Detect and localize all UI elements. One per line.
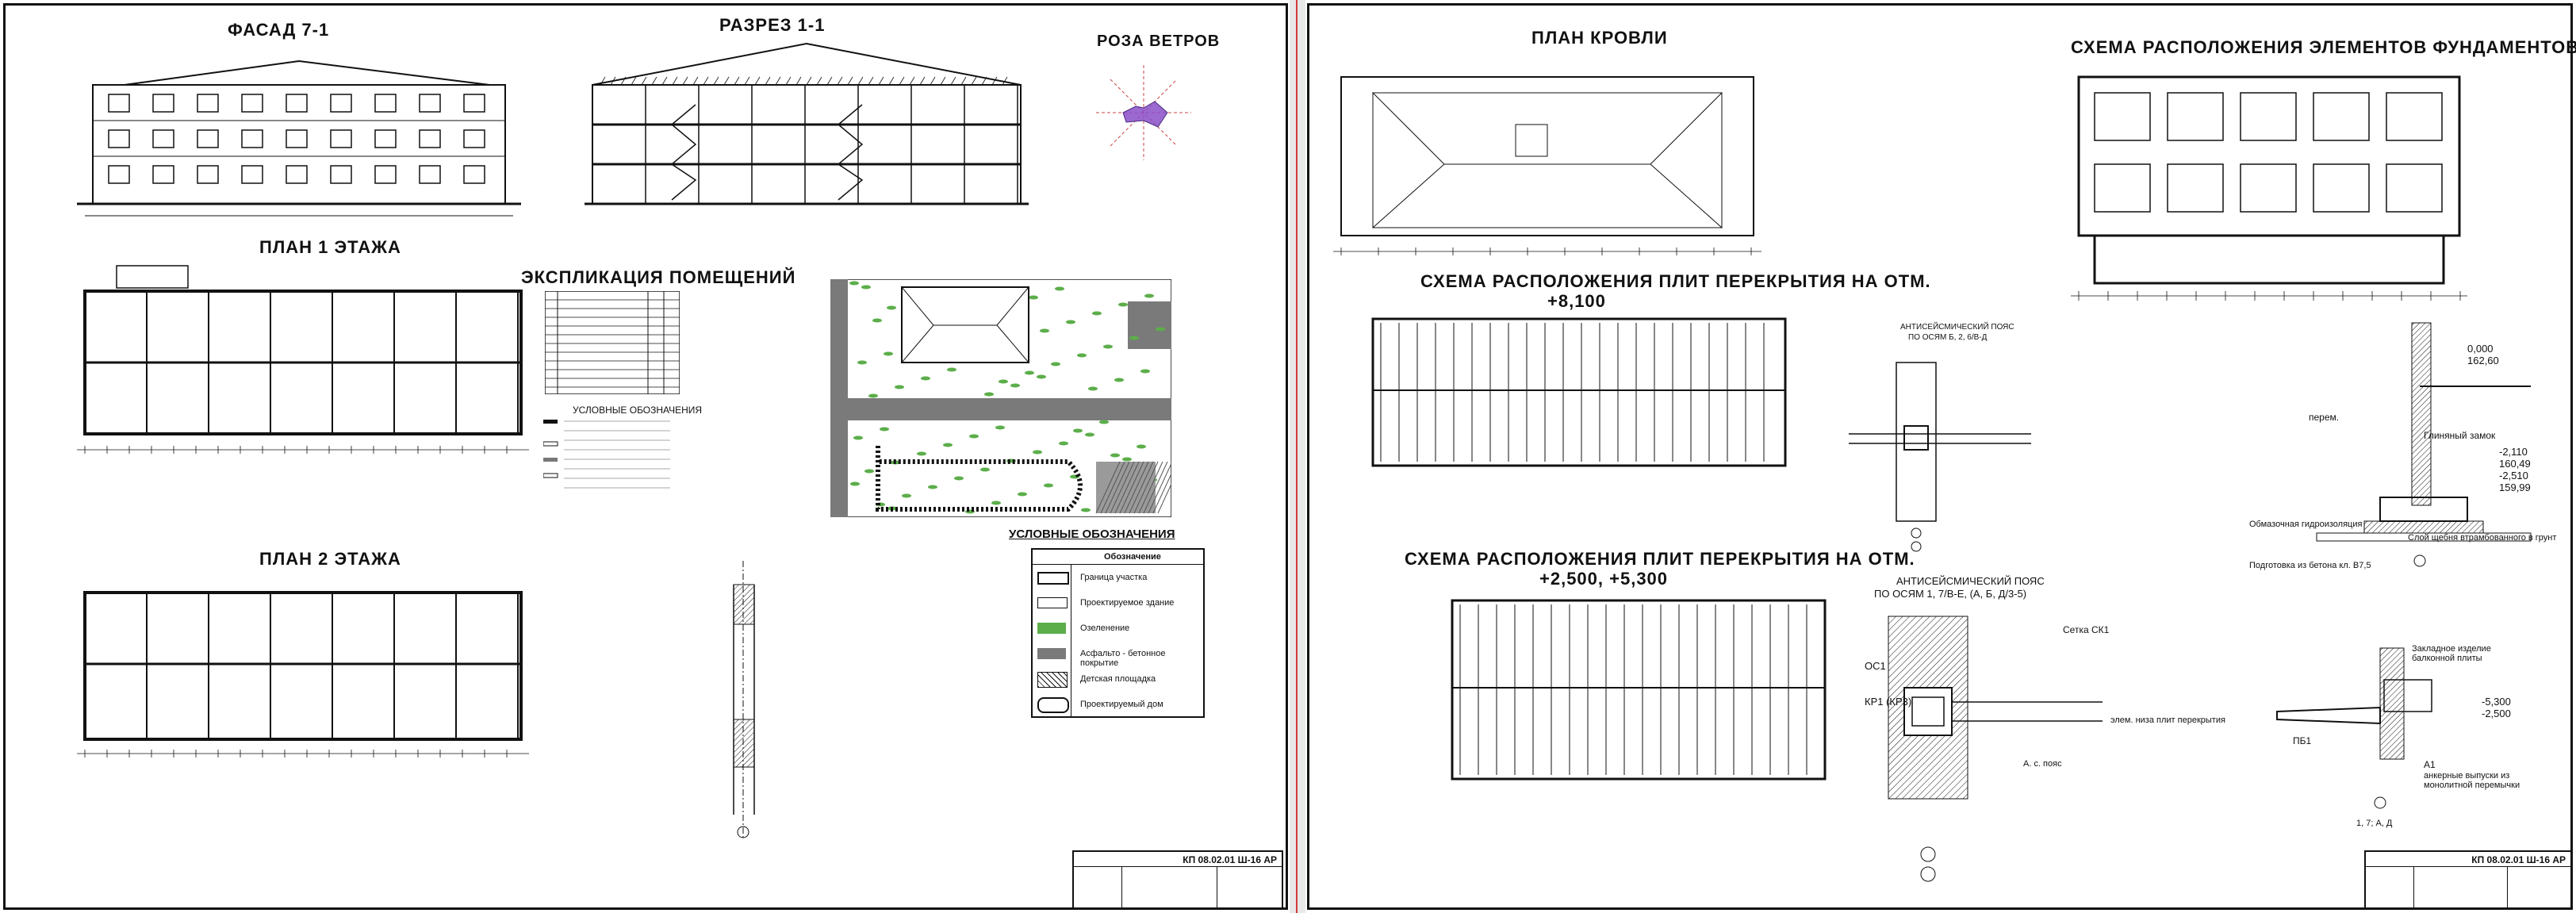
site-legend-header: Обозначение [1104, 552, 1161, 562]
wall-section-detail [664, 553, 822, 846]
level-3: 160,49 [2499, 458, 2531, 470]
facade-title: ФАСАД 7-1 [228, 20, 330, 40]
label-kr1: КР1 (КР3) [1865, 696, 1912, 708]
foundation-plan-drawing [2023, 53, 2499, 315]
belt2-title: АНТИСЕЙСМИЧЕСКИЙ ПОЯС [1896, 575, 2045, 587]
level-2: -2,110 [2499, 446, 2528, 458]
level-7: -2,500 [2482, 708, 2511, 719]
site-legend-row: Детская площадка [1033, 667, 1203, 692]
level-4: -2,510 [2499, 470, 2528, 481]
site-legend-table: Обозначение Граница участка Проектируемо… [1031, 548, 1205, 718]
symbols-list [543, 418, 678, 497]
belt2-detail [1857, 608, 2110, 886]
site-legend-row: Озеленение [1033, 616, 1203, 642]
roof-plan-drawing [1325, 61, 1769, 267]
label-prep: Подготовка из бетона кл. В7,5 [2249, 561, 2371, 570]
title-block-stamp-right: КП 08.02.01 Ш-16 АР [2364, 850, 2572, 909]
foundation-title: СХЕМА РАСПОЛОЖЕНИЯ ЭЛЕМЕНТОВ ФУНДАМЕНТОВ [2071, 37, 2576, 57]
belt1-title: АНТИСЕЙСМИЧЕСКИЙ ПОЯС [1900, 323, 2014, 332]
foundation-section-detail [2301, 307, 2539, 577]
level-5: 159,99 [2499, 481, 2531, 493]
section-drawing [577, 37, 1037, 220]
level-1: 162,60 [2467, 355, 2499, 366]
label-overlap: перем. [2309, 412, 2340, 423]
explication-table [545, 291, 680, 394]
left-drawing-sheet: ФАСАД 7-1 РАЗРЕЗ 1-1 РОЗА ВЕТРОВ [3, 3, 1288, 910]
roof-plan-title: ПЛАН КРОВЛИ [1531, 28, 1668, 48]
slab2-drawing [1405, 589, 1849, 819]
swatch-asphalt [1037, 648, 1066, 659]
swatch-playground [1037, 672, 1068, 688]
stamp-code: КП 08.02.01 Ш-16 АР [1183, 854, 1277, 865]
plan2-drawing [53, 569, 529, 775]
stamp-code-right: КП 08.02.01 Ш-16 АР [2471, 854, 2566, 865]
slab1-drawing [1325, 307, 1801, 497]
sheet-separator [1290, 0, 1305, 913]
label-mesh: Сетка СК1 [2063, 624, 2110, 635]
label-anchor: анкерные выпуски из монолитной перемычки [2424, 771, 2520, 790]
right-drawing-sheet: ПЛАН КРОВЛИ СХЕМА РАСПОЛОЖЕНИЯ ЭЛЕМЕНТОВ… [1307, 3, 2576, 910]
site-legend-row: Проектируемое здание [1033, 591, 1203, 616]
site-legend-row: Граница участка [1033, 566, 1203, 591]
explication-title: ЭКСПЛИКАЦИЯ ПОМЕЩЕНИЙ [521, 267, 796, 287]
slab2-title: СХЕМА РАСПОЛОЖЕНИЯ ПЛИТ ПЕРЕКРЫТИЯ НА ОТ… [1405, 549, 1915, 569]
wind-rose-title: РОЗА ВЕТРОВ [1097, 33, 1221, 50]
site-legend-title: УСЛОВНЫЕ ОБОЗНАЧЕНИЯ [1009, 527, 1175, 541]
slab1-level: +8,100 [1547, 291, 1606, 311]
balcony-detail [2269, 632, 2491, 815]
label-clay-castle: Глиняный замок [2424, 430, 2496, 441]
belt1-subtitle: ПО ОСЯМ Б, 2, 6/В-Д [1908, 333, 1988, 342]
wind-rose [1092, 61, 1195, 164]
plan1-title: ПЛАН 1 ЭТАЖА [259, 237, 401, 257]
label-os1: ОС1 [1865, 660, 1886, 672]
label-a1: А1 [2424, 759, 2436, 770]
label-waterproof: Обмазочная гидроизоляция [2249, 520, 2363, 529]
symbols-title: УСЛОВНЫЕ ОБОЗНАЧЕНИЯ [573, 405, 703, 416]
label-pb1: ПБ1 [2293, 735, 2312, 746]
belt1-detail [1849, 347, 2031, 553]
label-gravel: Слой щебня втрамбованного в грунт [2408, 533, 2557, 543]
label-slab-bottom: элем. низа плит перекрытия [2110, 715, 2225, 725]
belt2-subtitle: ПО ОСЯМ 1, 7/В-Е, (А, Б, Д/3-5) [1874, 588, 2027, 600]
swatch-building [1037, 597, 1068, 608]
label-belt: А. с. пояс [2023, 759, 2062, 769]
swatch-greenery [1037, 623, 1066, 634]
site-plan [830, 279, 1171, 517]
swatch-house [1037, 697, 1069, 713]
section-title: РАЗРЕЗ 1-1 [719, 15, 826, 35]
label-embedded: Закладное изделие балконной плиты [2412, 644, 2491, 663]
title-block-stamp: КП 08.02.01 Ш-16 АР [1072, 850, 1283, 909]
site-legend-row: Проектируемый дом [1033, 692, 1203, 716]
level-0: 0,000 [2467, 343, 2494, 355]
label-axes: 1, 7; А, Д [2356, 819, 2393, 828]
plan1-drawing [53, 259, 529, 474]
swatch-boundary [1037, 572, 1069, 585]
slab2-level: +2,500, +5,300 [1539, 569, 1669, 589]
facade-drawing [77, 45, 521, 220]
level-6: -5,300 [2482, 696, 2511, 708]
slab1-title: СХЕМА РАСПОЛОЖЕНИЯ ПЛИТ ПЕРЕКРЫТИЯ НА ОТ… [1420, 271, 1931, 291]
plan2-title: ПЛАН 2 ЭТАЖА [259, 549, 401, 569]
site-legend-row: Асфальто - бетонное покрытие [1033, 642, 1203, 668]
